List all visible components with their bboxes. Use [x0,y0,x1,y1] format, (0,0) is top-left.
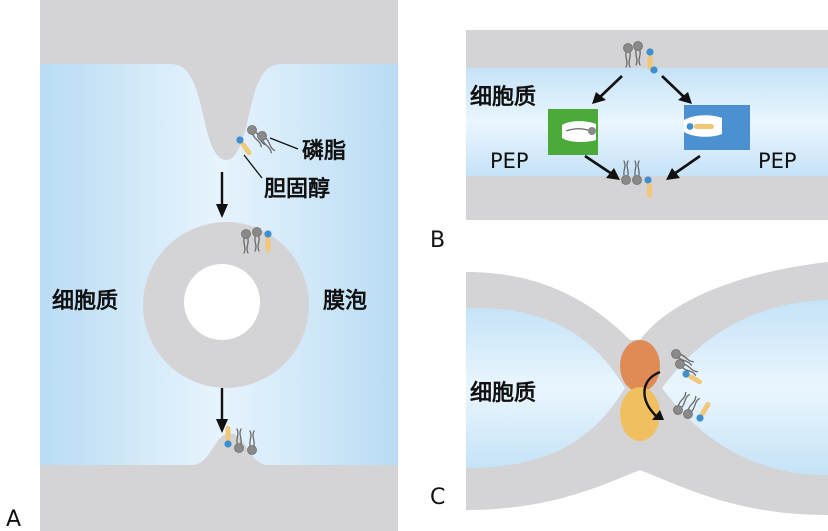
panel-a-arrow-down-2 [216,388,228,433]
panel-a-letter: A [6,507,21,531]
panel-c-label-cytoplasm: 细胞质 [470,380,536,406]
panel-b-arrows [584,75,701,176]
panel-c-cytoplasm-right [662,300,828,475]
panel-a: 磷脂 胆固醇 细胞质 膜泡 A [6,0,398,531]
leader-cholesterol [243,154,263,179]
pep-green-protein [548,109,598,155]
pep-blue-protein [684,105,750,150]
leader-phospholipid [269,137,299,150]
fusion-protein-orange [620,340,660,392]
label-cholesterol: 胆固醇 [264,176,330,202]
panel-b-label-cytoplasm: 细胞质 [470,84,536,110]
panel-a-arrow-down-1 [216,172,228,218]
panel-b-label-pep-right: PEP [758,149,797,173]
panel-b-lipid-cluster-top [622,40,658,74]
panel-b-cytoplasm [466,68,828,176]
panel-b-letter: B [430,228,445,253]
panel-c-cytoplasm-left [466,307,625,468]
panel-b: 细胞质 PEP PEP B [430,30,828,253]
panel-c: 细胞质 C [430,262,828,531]
label-vesicle: 膜泡 [323,288,367,314]
panel-c-transfer-arrow [643,370,661,417]
panel-c-letter: C [430,485,445,510]
panel-b-lipid-cluster-bottom [620,160,652,198]
panel-a-label-cytoplasm: 细胞质 [52,288,118,314]
panel-a-vesicle-lumen [184,264,260,340]
panel-b-label-pep-left: PEP [490,149,529,173]
fusion-protein-yellow [620,387,660,441]
label-phospholipid: 磷脂 [302,138,346,164]
